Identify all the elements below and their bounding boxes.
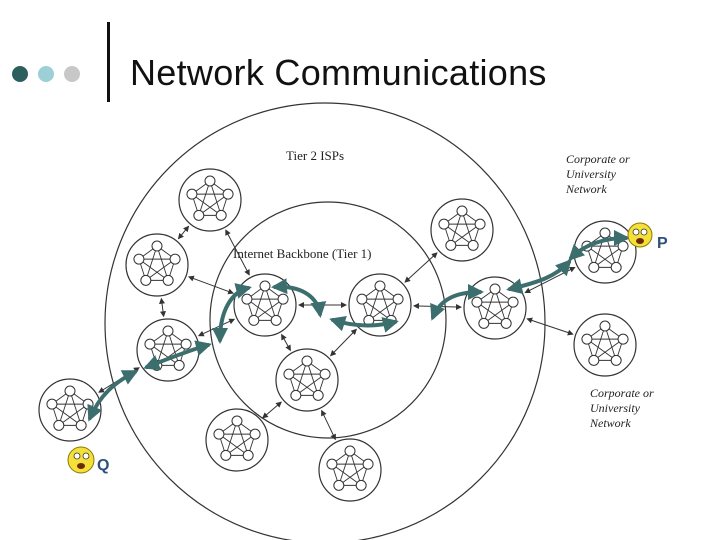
endpoint-q-icon — [67, 446, 95, 474]
backbone-label: Internet Backbone (Tier 1) — [233, 246, 372, 261]
link-backbone-node-bottom-to-isp-cluster-bottom-left — [262, 401, 282, 419]
corporate-bottom-line-3: Network — [589, 416, 631, 430]
link-isp-cluster-left-to-backbone-node-left — [187, 275, 235, 295]
link-isp-cluster-left-to-isp-cluster-mid-left — [159, 297, 166, 318]
backbone-node-bottom — [275, 348, 339, 412]
isp-cluster-bottom-left — [205, 408, 269, 472]
endpoint-p-icon — [627, 222, 653, 248]
bullet-dot-grey — [64, 66, 80, 82]
corporate-bottom-line-2: University — [590, 401, 641, 415]
isp-cluster-top-right — [430, 198, 494, 262]
link-backbone-node-left-to-backbone-node-bottom — [281, 333, 291, 352]
link-isp-cluster-top-left-to-backbone-node-left — [225, 229, 250, 276]
link-isp-cluster-right-to-corporate-cluster-top — [524, 266, 576, 294]
communication-path — [87, 230, 630, 422]
corporate-top-line-1: Corporate or — [566, 152, 630, 166]
bullet-dot-dark — [12, 66, 28, 82]
corporate-bottom-line-1: Corporate or — [590, 386, 654, 400]
isp-cluster-bottom-mid — [318, 438, 382, 502]
corporate-top-line-2: University — [566, 167, 617, 181]
corporate-top-line-3: Network — [565, 182, 607, 196]
title-bullets — [12, 66, 80, 82]
link-backbone-node-right-to-backbone-node-bottom — [330, 328, 357, 357]
link-isp-cluster-top-left-to-isp-cluster-left — [177, 225, 190, 240]
backbone-node-left — [233, 273, 297, 337]
tier2-label: Tier 2 ISPs — [286, 148, 344, 163]
title-divider — [107, 22, 110, 102]
link-isp-cluster-right-to-corporate-cluster-bottom — [526, 317, 574, 336]
corporate-cluster-bottom — [573, 313, 637, 377]
link-isp-cluster-mid-left-to-backbone-node-left — [197, 318, 236, 337]
corporate-cluster-top — [573, 220, 637, 284]
endpoint-q-label: Q — [97, 457, 109, 474]
endpoint-p-label: P — [657, 235, 668, 252]
slide-title: Network Communications — [130, 52, 547, 93]
bullet-dot-light — [38, 66, 54, 82]
host-cluster-q — [38, 378, 102, 442]
isp-cluster-left — [125, 233, 189, 297]
corporate-network-label-top: Corporate or University Network — [565, 152, 633, 196]
corporate-network-label-bottom: Corporate or University Network — [589, 386, 657, 430]
isp-cluster-top-left — [178, 168, 242, 232]
link-backbone-node-right-to-isp-cluster-top-right — [404, 252, 438, 283]
link-backbone-node-bottom-to-isp-cluster-bottom-mid — [321, 409, 336, 441]
